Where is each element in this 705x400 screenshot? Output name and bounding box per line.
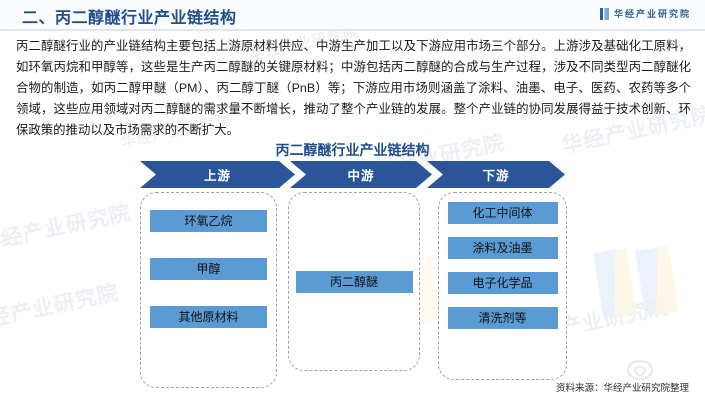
node-item: 其他原材料 — [150, 306, 267, 328]
watermark-flag-icon — [593, 247, 637, 319]
watermark-text: 华经产业研究院 — [0, 281, 122, 336]
body-paragraph: 丙二醇醚行业的产业链结构主要包括上游原材料供应、中游生产加工以及下游应用市场三个… — [16, 39, 691, 137]
figure-title: 丙二醇醚行业产业链结构 — [275, 142, 430, 158]
stage-chevron-downstream: 下游 — [427, 161, 565, 188]
column-downstream: 化工中间体 涂料及油墨 电子化学品 清洗剂等 — [438, 192, 567, 380]
node-item: 清洗剂等 — [447, 307, 558, 329]
node-item: 环氧乙烷 — [150, 210, 267, 232]
node-item: 电子化学品 — [447, 272, 558, 294]
stage-flow: 上游 中游 下游 — [140, 161, 565, 188]
page-title: 二、丙二醇醚行业产业链结构 — [22, 10, 237, 27]
book-mark-icon — [599, 7, 609, 20]
weibo-watermark-icon — [627, 360, 653, 380]
column-midstream: 丙二醇醚 — [288, 192, 420, 371]
stage-chevron-midstream: 中游 — [290, 161, 432, 188]
brand-logo: 华经产业研究院 — [599, 7, 691, 20]
source-note: 资料来源：华经产业研究院整理 — [555, 383, 689, 394]
page-header: 二、丙二醇醚行业产业链结构 华经产业研究院 — [0, 0, 705, 31]
node-item: 涂料及油墨 — [447, 237, 558, 259]
node-item: 甲醇 — [150, 258, 267, 280]
watermark-text: 华经产业研究院 — [0, 201, 134, 256]
column-upstream: 环氧乙烷 甲醇 其他原材料 — [140, 192, 277, 388]
stage-chevron-upstream: 上游 — [140, 161, 295, 188]
node-item: 化工中间体 — [447, 202, 558, 224]
watermark-flag-icon — [635, 245, 679, 317]
node-item: 丙二醇醚 — [295, 270, 413, 293]
stage-columns: 环氧乙烷 甲醇 其他原材料 丙二醇醚 化工中间体 涂料及油墨 电子化学品 清洗剂… — [140, 192, 567, 388]
brand-name: 华经产业研究院 — [613, 9, 691, 19]
